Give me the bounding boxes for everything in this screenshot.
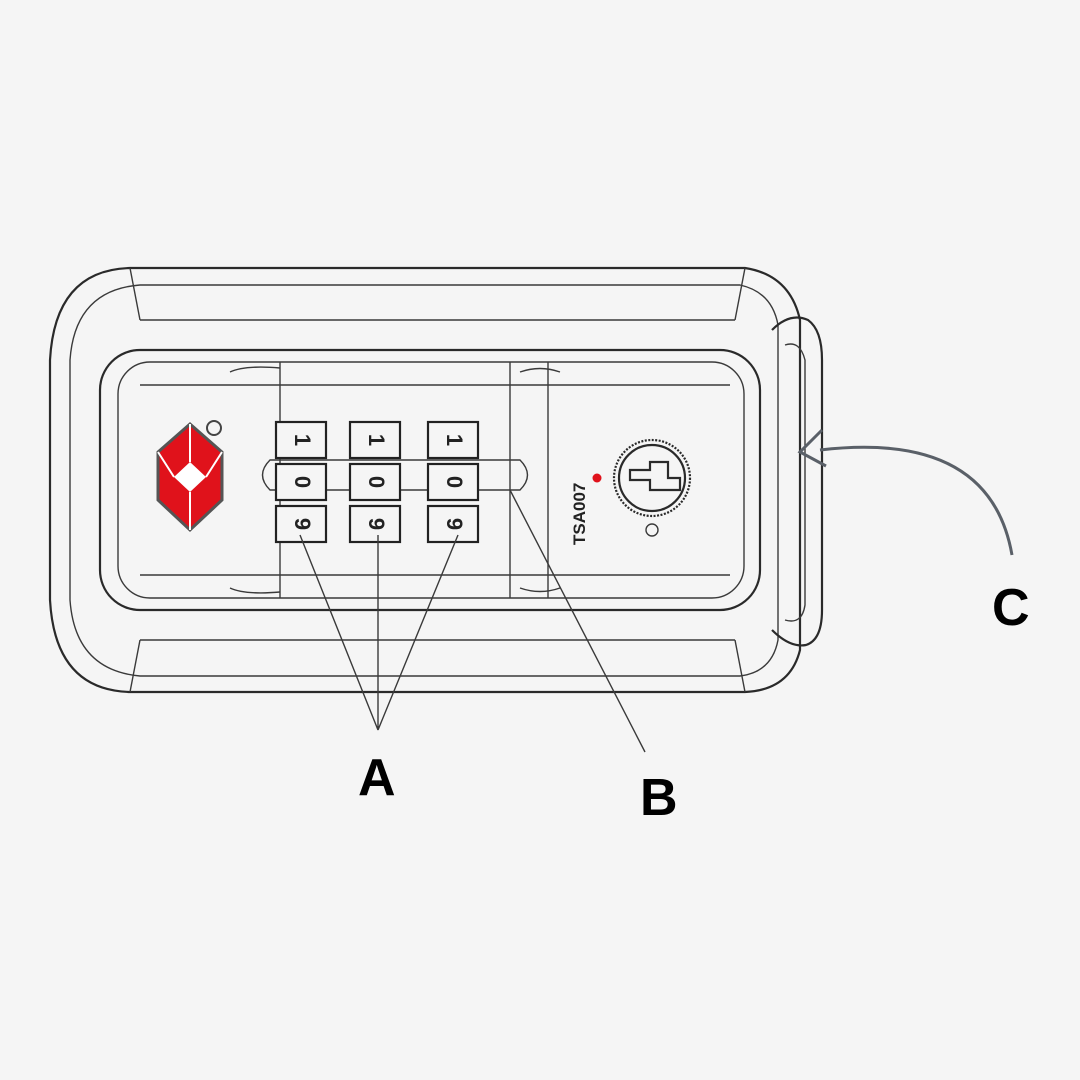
dial-digit-top: 1 [364,434,389,446]
dial-digit-top: 1 [442,434,467,446]
dial-digit-middle: 0 [290,476,315,488]
dial-digit-top: 1 [290,434,315,446]
dial-cell [348,504,402,544]
indicator-dot [592,473,602,483]
dial-digit-middle: 0 [364,476,389,488]
dial-cell [274,420,328,460]
dial-wheel[interactable]: 1 0 9 [274,420,328,544]
key-engraving: TSA007 [570,483,589,545]
dial-digit-bottom: 9 [290,518,315,530]
dial-wheel[interactable]: 1 0 9 [426,420,480,544]
dial-digit-bottom: 9 [364,518,389,530]
combination-dials: 1 0 9 1 0 9 1 0 9 [274,420,480,544]
dial-cell [426,504,480,544]
leader-lines [299,489,646,753]
dial-digit-middle: 0 [442,476,467,488]
dial-slot [261,459,529,491]
dial-digit-bottom: 9 [442,518,467,530]
label-c: C [992,579,1030,637]
label-b: B [640,769,678,827]
tsa-logo-icon [156,420,224,533]
shackle [771,316,824,647]
dial-cell [274,462,328,502]
lock-body [48,266,802,694]
dial-cell [426,462,480,502]
dial-cell [348,462,402,502]
label-a: A [358,749,396,807]
dial-wheel[interactable]: 1 0 9 [348,420,402,544]
keyhole-icon [628,460,682,492]
dial-cell [426,420,480,460]
key-lock: TSA007 [570,438,692,545]
dial-cell [348,420,402,460]
arrow-c [797,428,1014,556]
